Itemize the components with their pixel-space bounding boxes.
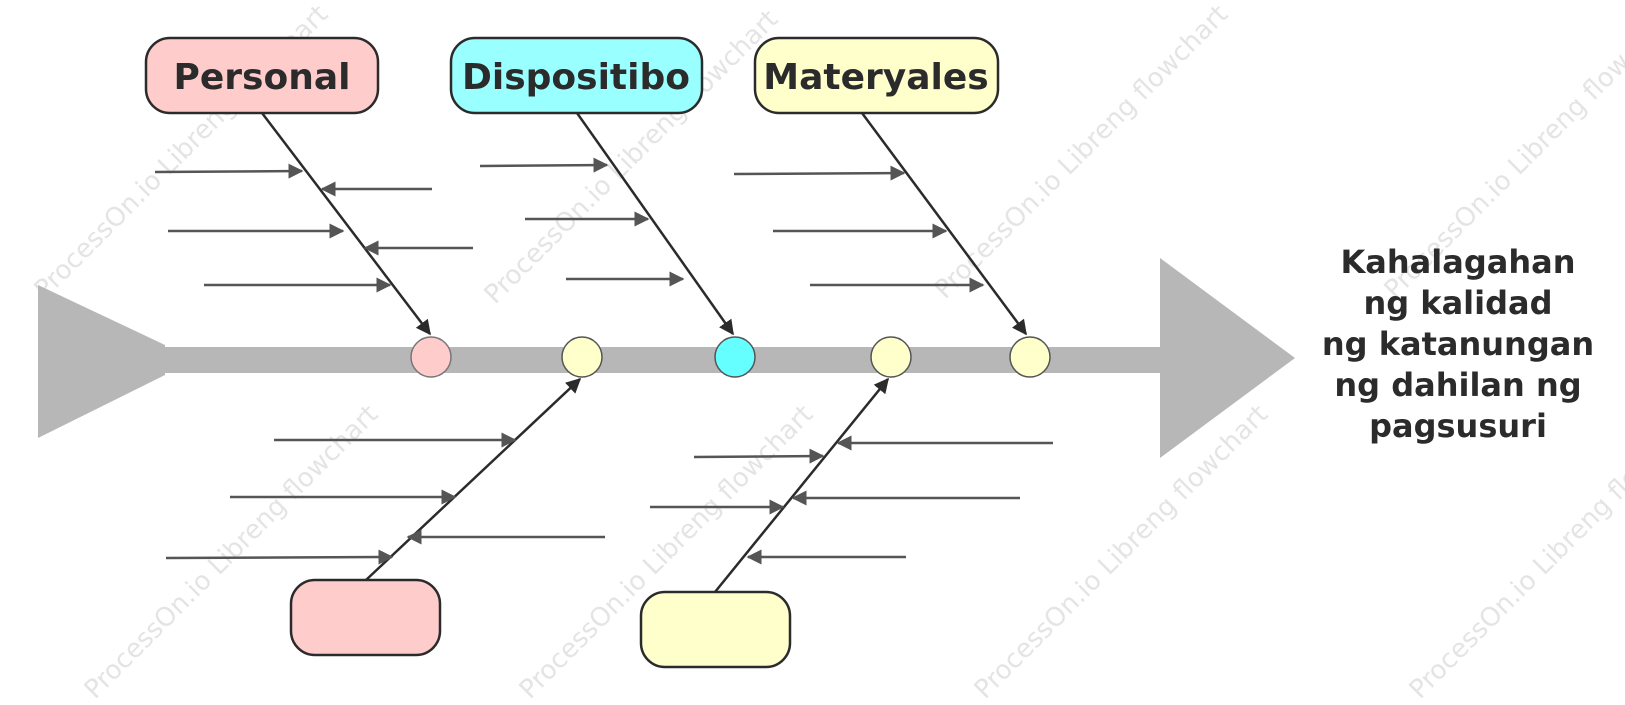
sub-cause-arrow bbox=[733, 165, 906, 181]
effect-line: ng katanungan bbox=[1322, 325, 1594, 363]
sub-arrows-dispositibo bbox=[479, 157, 685, 287]
fish-tail bbox=[38, 285, 165, 438]
category-box-dispositibo[interactable]: Dispositibo bbox=[449, 36, 704, 115]
sub-cause-arrow bbox=[165, 549, 394, 565]
sub-cause-arrow bbox=[693, 448, 825, 464]
spine-node-bottom-2 bbox=[870, 336, 912, 378]
watermark: ProcessOn.io Libreng flowchart bbox=[79, 400, 384, 705]
category-box-shape bbox=[144, 36, 380, 115]
category-box-bottom-2[interactable] bbox=[639, 590, 792, 669]
sub-arrows-bottom-2 bbox=[650, 435, 1053, 565]
category-box-materyales[interactable]: Materyales bbox=[753, 36, 1000, 115]
spine-node-bottom-1 bbox=[561, 336, 603, 378]
sub-arrows-personal bbox=[154, 163, 473, 293]
spine-node-dispositibo bbox=[714, 336, 756, 378]
bone-dispositibo bbox=[575, 112, 735, 336]
bone-bottom-2 bbox=[714, 377, 889, 593]
watermark: ProcessOn.io Libreng flowchart bbox=[969, 400, 1274, 705]
category-box-shape bbox=[289, 578, 442, 657]
category-box-personal[interactable]: Personal bbox=[144, 36, 380, 115]
effect-line: pagsusuri bbox=[1369, 407, 1547, 445]
sub-cause-arrow bbox=[154, 163, 304, 179]
fish-spine bbox=[160, 347, 1165, 373]
bone-bottom-1 bbox=[365, 377, 582, 581]
category-box-shape bbox=[449, 36, 704, 115]
watermark: ProcessOn.io Libreng flowchart bbox=[1404, 400, 1625, 705]
effect-line: Kahalagahan bbox=[1341, 243, 1576, 281]
category-label-dispositibo: Dispositibo bbox=[462, 57, 690, 98]
spine-node-materyales bbox=[1009, 336, 1051, 378]
bone-personal bbox=[261, 112, 431, 336]
sub-cause-arrow bbox=[479, 157, 609, 173]
category-box-shape bbox=[753, 36, 1000, 115]
effect-label: Kahalagahan ng kalidad ng katanungan ng … bbox=[1322, 243, 1594, 445]
spine-node-personal bbox=[410, 336, 452, 378]
category-label-personal: Personal bbox=[174, 57, 351, 98]
effect-line: ng kalidad bbox=[1363, 284, 1552, 322]
fish-head-arrow bbox=[1160, 258, 1295, 458]
sub-arrows-materyales bbox=[733, 165, 985, 293]
category-box-shape bbox=[639, 590, 792, 669]
sub-arrows-bottom-1 bbox=[165, 432, 605, 565]
effect-line: ng dahilan ng bbox=[1334, 366, 1581, 404]
category-label-materyales: Materyales bbox=[763, 57, 988, 98]
category-box-bottom-1[interactable] bbox=[289, 578, 442, 657]
